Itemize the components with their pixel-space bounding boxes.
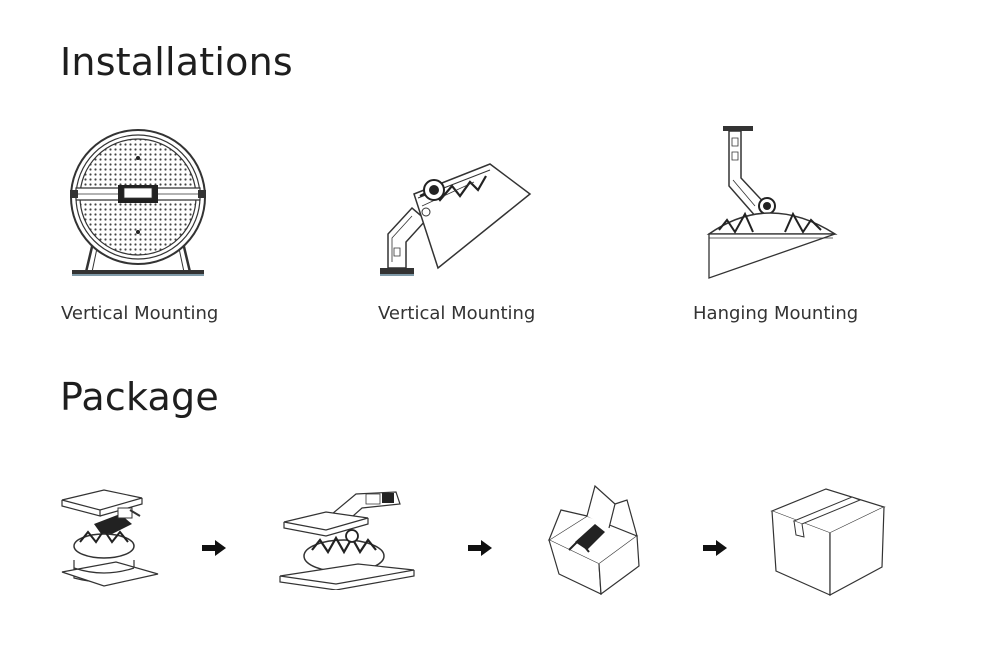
package-heading: Package bbox=[60, 375, 219, 419]
package-step-2-illustration bbox=[278, 480, 418, 594]
arrow-right-icon bbox=[703, 540, 727, 560]
vertical-mounting-round-illustration bbox=[68, 122, 208, 277]
arrow-right-icon bbox=[202, 540, 226, 560]
caption-vertical-mounting-2: Vertical Mounting bbox=[378, 303, 536, 324]
hanging-mounting-illustration bbox=[695, 122, 845, 280]
caption-hanging-mounting: Hanging Mounting bbox=[693, 303, 859, 324]
package-step-1-illustration bbox=[58, 480, 163, 594]
vertical-mounting-angled-illustration bbox=[378, 150, 538, 278]
package-step-3-illustration bbox=[545, 480, 643, 602]
caption-vertical-mounting-1: Vertical Mounting bbox=[61, 303, 219, 324]
package-step-4-closed-box-illustration bbox=[768, 485, 888, 601]
installations-heading: Installations bbox=[60, 40, 293, 84]
arrow-right-icon bbox=[468, 540, 492, 560]
